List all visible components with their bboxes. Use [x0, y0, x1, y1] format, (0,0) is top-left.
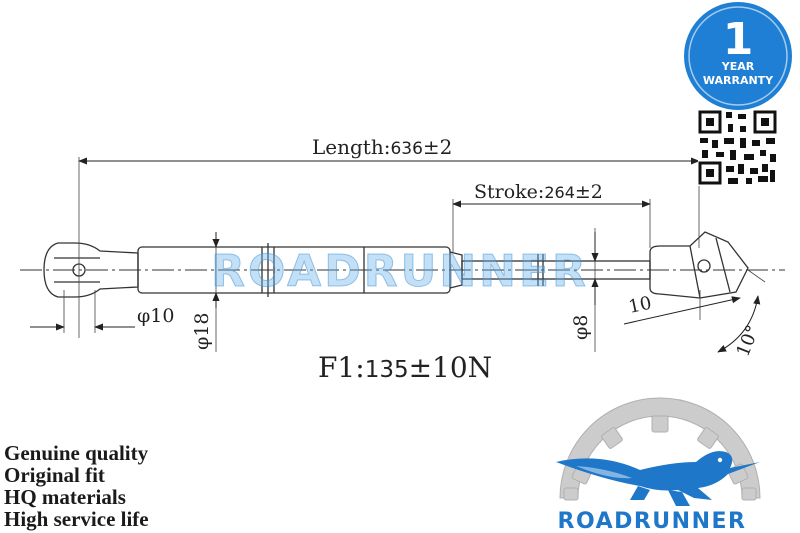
left-eye-end	[43, 242, 139, 298]
cylinder-body	[137, 246, 451, 294]
roadrunner-bird-icon	[556, 451, 760, 506]
warranty-badge: 1 YEAR WARRANTY	[684, 2, 792, 110]
gas-spring-drawing	[43, 231, 749, 299]
brand-name: ROADRUNNER	[558, 509, 747, 533]
stroke-label: Stroke:264±2	[474, 181, 603, 203]
qr-code-icon	[698, 110, 778, 186]
end-length-label: 10	[627, 293, 654, 318]
roadrunner-logo: ROADRUNNER	[556, 397, 761, 533]
warranty-number: 1	[723, 14, 754, 65]
eye-diameter-label: φ10	[137, 305, 174, 327]
gear-icon	[559, 397, 761, 501]
right-end-hole	[697, 259, 711, 273]
feature-original-fit: Original fit	[4, 463, 105, 487]
length-label: Length:636±2	[312, 135, 452, 159]
end-angle-arc	[717, 295, 761, 353]
roadrunner-watermark: ROADRUNNER	[211, 246, 589, 297]
warranty-year: YEAR	[721, 60, 755, 73]
right-end-fitting	[649, 231, 749, 299]
body-diameter-label: φ18	[191, 313, 213, 350]
feature-genuine-quality: Genuine quality	[4, 441, 149, 465]
feature-high-service-life: High service life	[4, 507, 149, 531]
force-label: F1:135±10N	[318, 351, 492, 384]
end-angle-label: 10°	[732, 322, 763, 359]
warranty-word: WARRANTY	[703, 74, 774, 87]
feature-hq-materials: HQ materials	[4, 485, 126, 509]
rod-diameter-label: φ8	[570, 315, 592, 340]
